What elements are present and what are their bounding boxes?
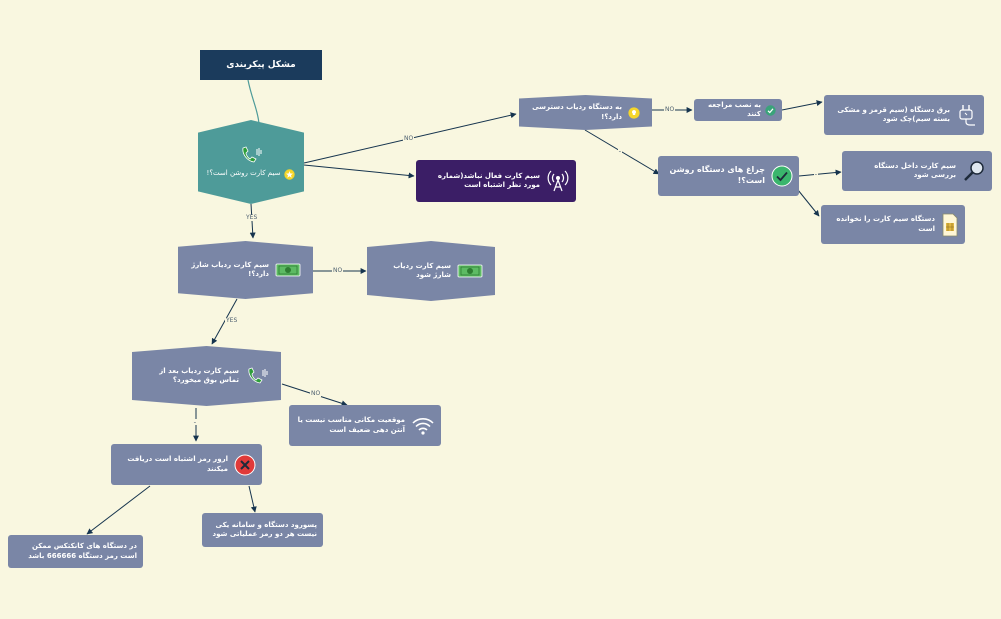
star-icon <box>284 168 296 180</box>
node-refer-installer-label: به نصب مراجعه کنند <box>707 100 761 118</box>
sim-card-icon <box>941 213 959 237</box>
connector-sim-on-to-charge <box>249 203 256 239</box>
connector-charge-to-call <box>211 298 238 345</box>
node-tracker-access-label: به دستگاه ردیاب دسترسی دارد؟! <box>532 103 622 121</box>
error-circle-icon <box>234 454 256 476</box>
connector-installer-to-power <box>781 100 823 111</box>
node-device-lights[interactable]: چراغ های دستگاه روشن است؟! <box>658 156 799 196</box>
connector-sim-on-to-inactive <box>303 164 415 179</box>
connector-lights-to-sim-not-read <box>797 189 820 217</box>
diagram-title: مشکل پیکربندی <box>200 50 322 80</box>
node-sim-inactive-label: سیم کارت فعال نباشد(شماره مورد نظر اشتبا… <box>437 171 540 189</box>
node-sim-not-read-label: دستگاه سیم کارت را نخوانده است <box>836 215 935 233</box>
node-sim-on-label: سیم کارت روشن است؟! <box>206 169 281 178</box>
connector-title-to-sim-on <box>247 79 260 125</box>
label-lights-to-check-sim: ‌ـ <box>814 170 818 177</box>
node-sim-inactive[interactable]: سیم کارت فعال نباشد(شماره مورد نظر اشتبا… <box>416 160 576 202</box>
label-call-to-error: ‌ـ <box>193 418 197 425</box>
label-charge-to-call: YES <box>225 317 239 324</box>
node-sim-not-read[interactable]: دستگاه سیم کارت را نخوانده است <box>821 205 965 244</box>
diagram-title-text: مشکل پیکربندی <box>226 59 296 70</box>
label-call-to-weak: NO <box>310 390 322 397</box>
node-call-answer-label: سیم کارت ردیاب بعد از تماس بوق میخورد؟ <box>159 366 239 384</box>
phone-vibrate-icon <box>239 145 263 165</box>
node-refer-installer[interactable]: به نصب مراجعه کنند <box>694 99 782 121</box>
connector-lights-to-check-sim <box>798 169 842 177</box>
node-call-answer[interactable]: سیم کارت ردیاب بعد از تماس بوق میخورد؟ <box>132 346 281 406</box>
antenna-icon <box>546 169 570 193</box>
node-charge-sim-label: سیم کارت ردیاب شارژ شود <box>393 261 451 279</box>
check-small-icon <box>765 104 776 116</box>
node-default-password-label: در دستگاه های کانکتکس ممکن است رمز دستگا… <box>28 542 137 560</box>
node-tracker-access[interactable]: به دستگاه ردیاب دسترسی دارد؟! <box>519 95 652 130</box>
connector-tracker-to-lights <box>584 129 660 175</box>
label-sim-on-to-charge: YES <box>245 214 259 221</box>
connector-error-to-reset-pass <box>248 485 257 513</box>
node-weak-signal[interactable]: موقعیت مکانی مناسب نیست یا آنتن دهی ضعیف… <box>289 405 441 446</box>
label-charge-to-charge-sim: NO <box>332 267 344 274</box>
light-bulb-icon <box>628 106 640 119</box>
node-sim-charge[interactable]: سیم کارت ردیاب شارژ دارد؟! <box>178 241 313 299</box>
node-weak-signal-label: موقعیت مکانی مناسب نیست یا آنتن دهی ضعیف… <box>297 416 405 434</box>
node-sim-on[interactable]: سیم کارت روشن است؟! <box>198 120 304 204</box>
node-charge-sim[interactable]: سیم کارت ردیاب شارژ شود <box>367 241 495 301</box>
node-device-power[interactable]: برق دستگاه (سیم قرمز و مشکی بسته سیم)چک … <box>824 95 984 135</box>
check-circle-icon <box>771 165 793 187</box>
connector-error-to-default-pass <box>86 485 151 535</box>
node-check-sim-inside[interactable]: سیم کارت داخل دستگاه بررسی شود <box>842 151 992 191</box>
phone-vibrate-icon <box>245 366 269 386</box>
node-default-password[interactable]: در دستگاه های کانکتکس ممکن است رمز دستگا… <box>8 535 143 568</box>
wifi-icon <box>411 416 435 436</box>
node-reset-password-label: پسورود دستگاه و سامانه یکی نیست هر دو رم… <box>212 520 317 538</box>
node-reset-password[interactable]: پسورود دستگاه و سامانه یکی نیست هر دو رم… <box>202 513 323 547</box>
label-sim-on-to-tracker: NO <box>403 135 415 142</box>
node-wrong-password-label: ارور رمز اشتباه است دریافت میکنند <box>127 455 228 473</box>
node-wrong-password[interactable]: ارور رمز اشتباه است دریافت میکنند <box>111 444 262 485</box>
label-tracker-to-installer: NO <box>664 106 676 113</box>
magnifier-icon <box>962 159 986 183</box>
node-device-power-label: برق دستگاه (سیم قرمز و مشکی بسته سیم)چک … <box>837 105 950 123</box>
money-bill-icon <box>457 264 483 278</box>
money-bill-icon <box>275 263 301 277</box>
node-sim-charge-label: سیم کارت ردیاب شارژ دارد؟! <box>191 260 269 278</box>
power-plug-icon <box>956 103 978 127</box>
node-check-sim-inside-label: سیم کارت داخل دستگاه بررسی شود <box>874 161 956 179</box>
label-tracker-to-lights: ‌ـ <box>618 147 622 154</box>
node-device-lights-label: چراغ های دستگاه روشن است؟! <box>669 165 765 185</box>
